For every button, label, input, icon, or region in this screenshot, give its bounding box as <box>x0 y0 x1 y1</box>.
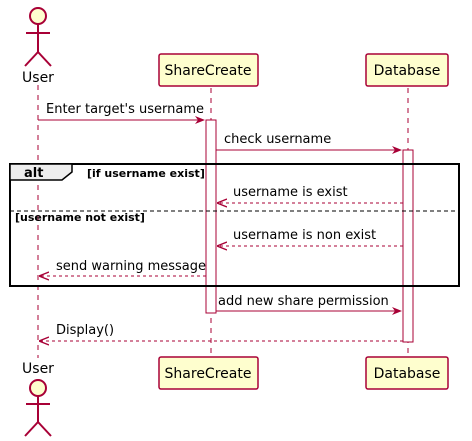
actor-user-bottom-label: User <box>22 361 54 377</box>
message-send-warning-label: send warning message <box>56 259 206 274</box>
participant-database-top: Database <box>365 53 449 87</box>
message-add-share-permission: add new share permission <box>216 294 402 315</box>
actor-user-bottom: User <box>22 361 54 437</box>
alt-guard-2: [username not exist] <box>15 211 145 224</box>
message-enter-target-username: Enter target's username <box>38 102 205 124</box>
participant-sharecreate-bottom-label: ShareCreate <box>165 366 252 382</box>
participant-database-bottom: Database <box>365 356 449 390</box>
message-check-username: check username <box>216 132 402 154</box>
message-add-share-permission-label: add new share permission <box>218 294 389 309</box>
message-display-label: Display() <box>56 323 114 338</box>
alt-guard-1: [if username exist] <box>87 167 205 180</box>
message-username-non-exist-label: username is non exist <box>233 228 376 243</box>
message-username-non-exist: username is non exist <box>218 228 403 246</box>
message-enter-target-username-label: Enter target's username <box>46 102 204 117</box>
participant-sharecreate-top: ShareCreate <box>158 53 259 87</box>
activation-database <box>402 149 414 343</box>
activation-sharecreate <box>205 119 217 314</box>
alt-keyword: alt <box>24 166 43 181</box>
participant-database-top-label: Database <box>374 63 441 79</box>
message-check-username-label: check username <box>224 132 331 147</box>
participant-database-bottom-label: Database <box>374 366 441 382</box>
actor-user-top: User <box>22 7 54 86</box>
alt-fragment: alt [if username exist] [username not ex… <box>9 163 460 287</box>
message-display: Display() <box>40 323 403 341</box>
message-username-is-exist-label: username is exist <box>233 185 348 200</box>
actor-user-top-label: User <box>22 70 54 86</box>
participant-sharecreate-bottom: ShareCreate <box>158 356 259 390</box>
participant-sharecreate-top-label: ShareCreate <box>165 63 252 79</box>
message-send-warning: send warning message <box>40 259 206 276</box>
message-username-is-exist: username is exist <box>218 185 403 203</box>
